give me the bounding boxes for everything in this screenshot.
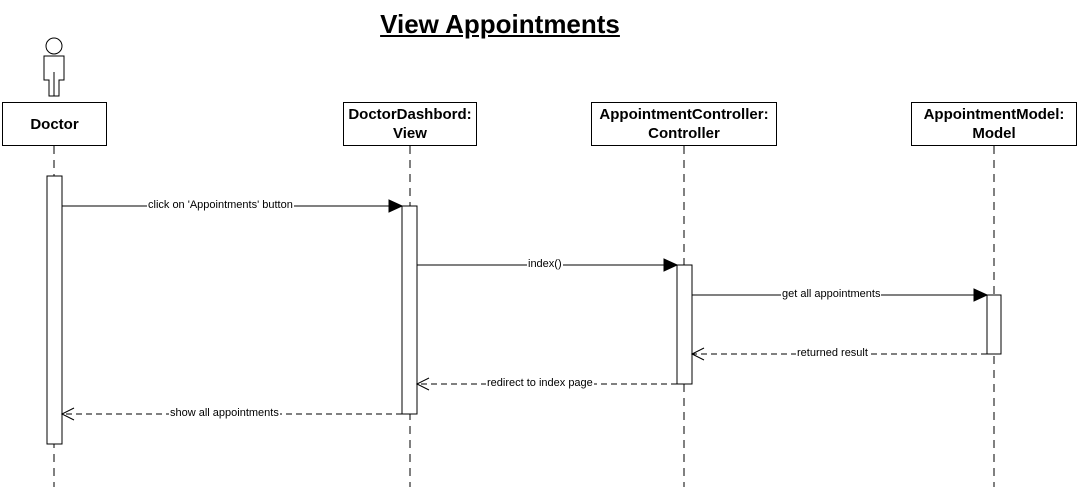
activation-view <box>401 205 418 415</box>
lifeline-label-view-line2: View <box>393 125 427 142</box>
arrowhead-6 <box>60 407 75 421</box>
sync-messages <box>62 199 989 302</box>
message-label-4: returned result <box>796 347 869 360</box>
message-label-5: redirect to index page <box>486 377 594 390</box>
arrowhead-3 <box>973 288 989 302</box>
arrowhead-2 <box>663 258 679 272</box>
lifeline-box-doctor: Doctor <box>2 102 107 146</box>
activation-doctor <box>46 175 63 445</box>
activation-model <box>986 294 1002 355</box>
lifeline-label-view-line1: DoctorDashbord: <box>348 106 472 123</box>
message-label-1: click on 'Appointments' button <box>147 199 294 212</box>
lifeline-box-model: AppointmentModel: Model <box>911 102 1077 146</box>
diagram-title: View Appointments <box>380 9 620 39</box>
lifeline-box-view: DoctorDashbord: View <box>343 102 477 146</box>
lifeline-box-controller: AppointmentController: Controller <box>591 102 777 146</box>
message-label-2: index() <box>527 258 563 271</box>
activations <box>46 175 1002 445</box>
lifeline-label-controller-line2: Controller <box>648 125 720 142</box>
lifeline-label-doctor: Doctor <box>30 115 79 133</box>
message-label-3: get all appointments <box>781 288 882 301</box>
arrowhead-1 <box>388 199 404 213</box>
lifeline-label-model-line1: AppointmentModel: <box>923 106 1065 123</box>
lifeline-label-controller-line1: AppointmentController: <box>599 106 769 123</box>
actor-figure-icon <box>43 37 65 97</box>
arrowhead-4 <box>690 347 705 361</box>
message-label-6: show all appointments <box>169 407 280 420</box>
lifeline-label-model-line2: Model <box>972 125 1016 142</box>
arrowhead-5 <box>415 377 430 391</box>
lifelines <box>53 146 995 487</box>
activation-controller <box>676 264 693 385</box>
